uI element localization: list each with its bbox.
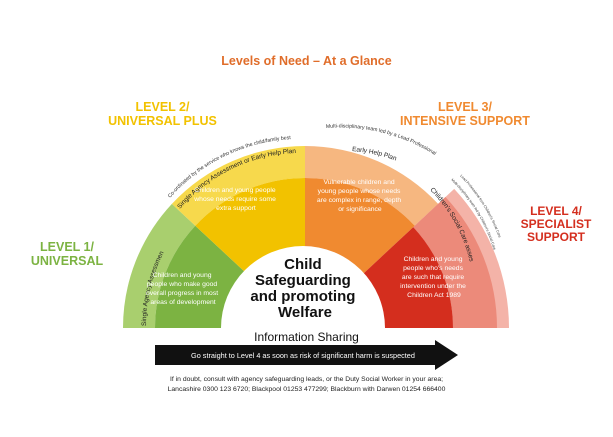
level4-middle-band (413, 197, 497, 328)
center-title: Child Safeguarding and promoting Welfare (250, 256, 359, 321)
footer-line-1: If in doubt, consult with agency safegua… (169, 376, 444, 383)
level2-description: Children and young people whose needs re… (193, 187, 278, 212)
level1-label: LEVEL 1/ UNIVERSAL (22, 240, 112, 269)
level3-label: LEVEL 3/ INTENSIVE SUPPORT (395, 100, 535, 129)
level1-subheading: UNIVERSAL (30, 253, 104, 268)
level1-description: Children and young people who make good … (146, 272, 220, 306)
level2-outer-band (171, 146, 305, 226)
level3-subheading: INTENSIVE SUPPORT (400, 113, 530, 128)
center-semicircle (221, 246, 385, 328)
level4-description: Children and young people who's needs ar… (400, 256, 468, 299)
level2-subheading: UNIVERSAL PLUS (108, 113, 217, 128)
level4-label: LEVEL 4/ SPECIALIST SUPPORT (510, 204, 602, 245)
level3-heading: LEVEL 3/ (438, 100, 492, 114)
footer-line-2: Lancashire 0300 123 6720; Blackpool 0125… (167, 386, 446, 393)
information-sharing-label: Information Sharing (254, 330, 359, 344)
level1-heading: LEVEL 1/ (40, 240, 94, 254)
level3-outer-band (305, 146, 439, 226)
level1-outer-band (123, 203, 196, 328)
level3-description: Vulnerable children and young people who… (317, 179, 403, 213)
level4-subheading: SPECIALIST SUPPORT (520, 217, 592, 245)
page-title: Levels of Need – At a Glance (221, 54, 392, 68)
level2-heading: LEVEL 2/ (135, 100, 190, 114)
level4-heading: LEVEL 4/ (530, 204, 582, 218)
level2-label: LEVEL 2/ UNIVERSAL PLUS (95, 100, 230, 129)
risk-arrow (155, 340, 458, 370)
risk-arrow-text: Go straight to Level 4 as soon as risk o… (191, 351, 415, 360)
